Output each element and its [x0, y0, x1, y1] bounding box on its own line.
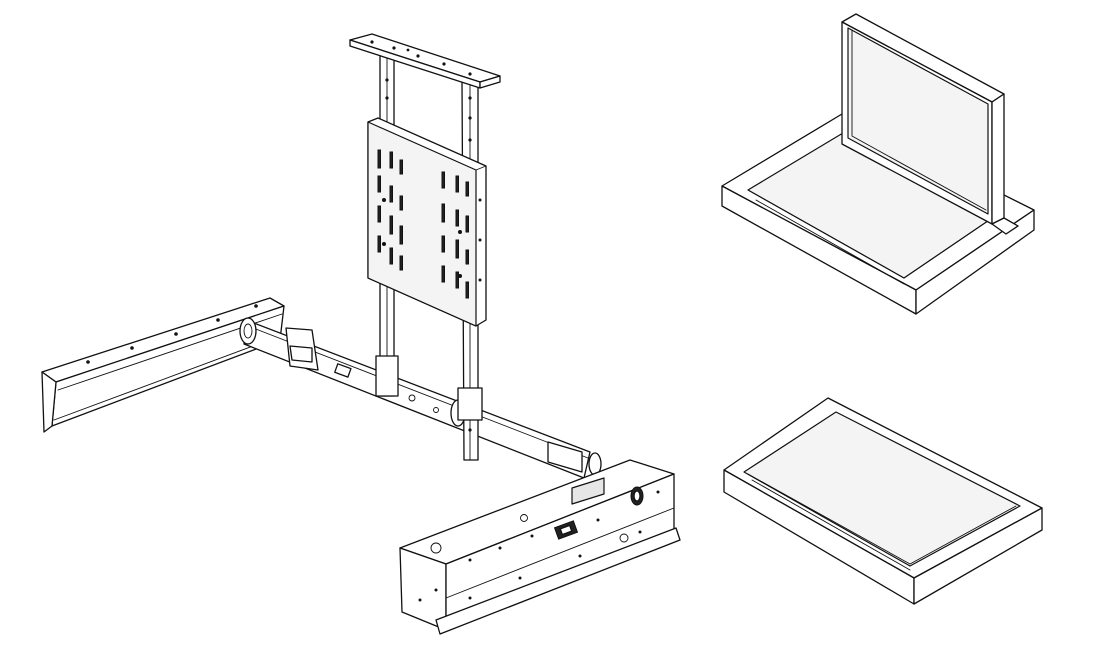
cabinet-open-view: [721, 13, 1035, 315]
horizontal-tube: [239, 317, 602, 479]
left-support-beam: [41, 297, 285, 433]
top-mounting-bracket: [349, 33, 501, 89]
tv-mounting-plate: [367, 117, 487, 327]
tv-lift-mechanism: [41, 33, 681, 635]
motor-base-box: [399, 459, 681, 635]
cabinet-closed-view: [723, 397, 1043, 605]
